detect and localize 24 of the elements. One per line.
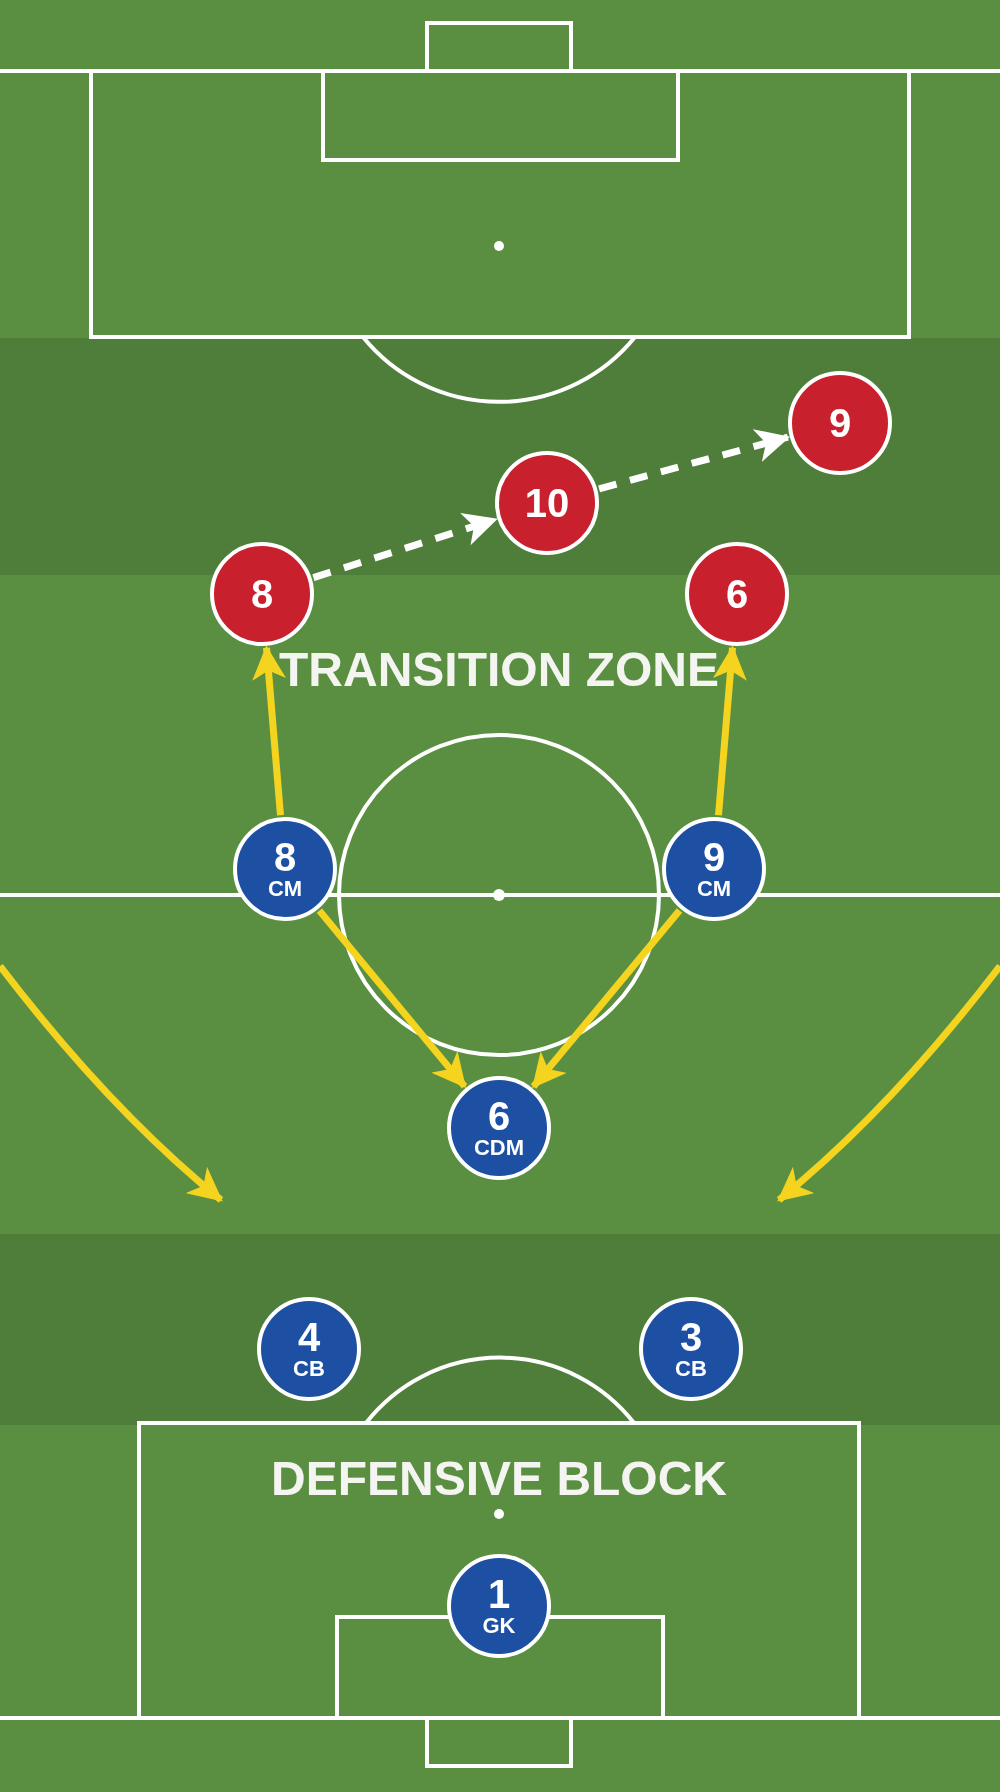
zone-label: DEFENSIVE BLOCK	[271, 1450, 727, 1506]
position-label: CB	[293, 1357, 325, 1381]
arrow	[316, 908, 468, 1089]
player-number: 6	[487, 1096, 511, 1136]
player-number: 1	[487, 1574, 511, 1614]
player-number: 9	[702, 837, 726, 877]
arrow	[598, 429, 791, 493]
player-number: 8	[273, 837, 297, 877]
position-label: CB	[675, 1357, 707, 1381]
zone-label: TRANSITION ZONE	[279, 641, 719, 697]
arrow	[252, 645, 287, 816]
position-label: CDM	[473, 1136, 525, 1160]
position-label: CM	[267, 877, 303, 901]
player-number: 3	[679, 1317, 703, 1357]
player-number: 8	[250, 574, 274, 614]
player-number: 6	[725, 574, 749, 614]
arrow	[712, 645, 747, 816]
arrow	[312, 512, 498, 581]
arrow	[530, 908, 683, 1089]
player-number: 10	[524, 483, 570, 523]
player-number: 9	[828, 403, 852, 443]
position-label: CM	[696, 877, 732, 901]
player-number: 4	[297, 1317, 321, 1357]
position-label: GK	[482, 1614, 516, 1638]
